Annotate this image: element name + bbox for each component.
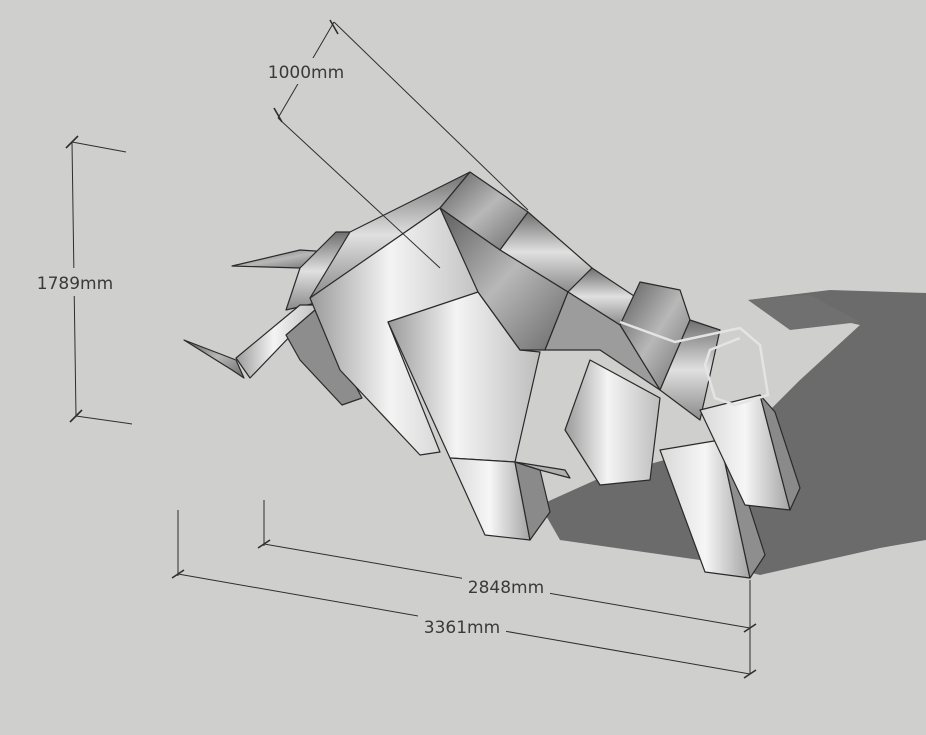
ground-shadow (540, 290, 926, 575)
length-total-label: 3361mm (424, 618, 500, 638)
dimension-length-total[interactable]: 3361mm (171, 510, 757, 679)
bull-model[interactable] (183, 171, 801, 579)
rear-panel (564, 359, 661, 486)
depth-label: 1000mm (268, 63, 344, 83)
right-horn (183, 339, 245, 379)
dimension-depth[interactable]: 1000mm (262, 19, 529, 269)
length-body-label: 2848mm (468, 578, 544, 598)
height-label: 1789mm (37, 274, 113, 294)
head-side (285, 309, 363, 406)
rear-top (659, 319, 721, 421)
dimension-height[interactable]: 1789mm (30, 135, 133, 425)
belly-strip (514, 461, 571, 479)
dimension-length-body[interactable]: 2848mm (257, 500, 757, 633)
tail-highlight (619, 320, 770, 407)
rear-leg-back-side (759, 394, 801, 511)
belly-mid (544, 291, 661, 391)
